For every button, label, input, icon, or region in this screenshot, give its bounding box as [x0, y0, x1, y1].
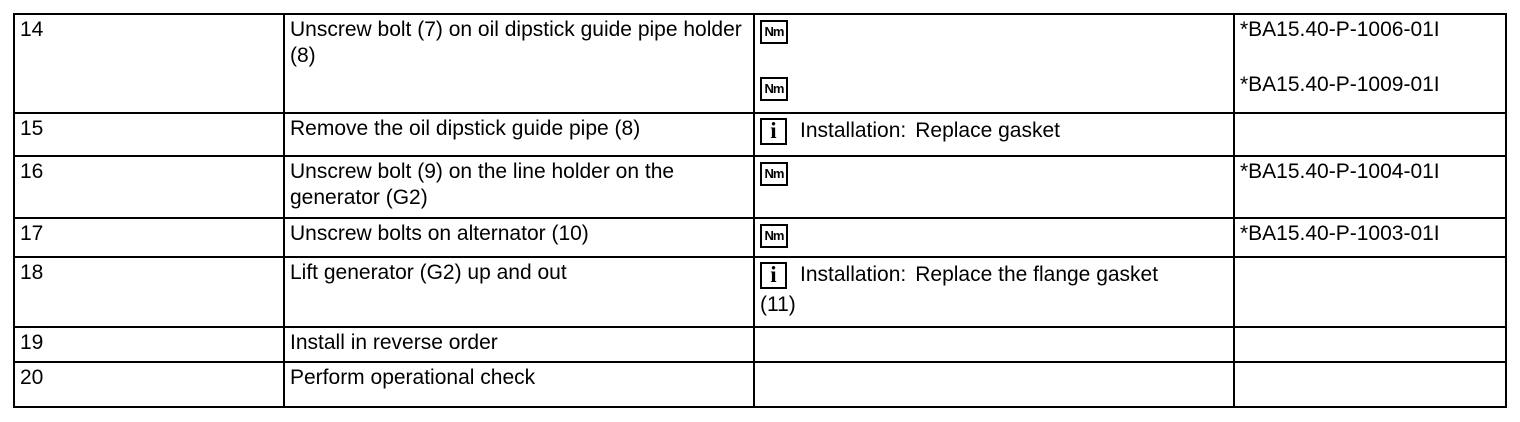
table-row: 15 Remove the oil dipstick guide pipe (8… [13, 112, 1507, 157]
reference-code: *BA15.40-P-1003-01I [1240, 222, 1440, 245]
reference-cell [1233, 361, 1507, 408]
note-line: Nm [760, 17, 1229, 44]
step-number: 19 [13, 326, 285, 363]
step-number: 20 [13, 361, 285, 408]
step-number: 14 [13, 13, 285, 114]
notes-cell: Nm [753, 217, 1235, 258]
notes-cell [753, 326, 1235, 363]
torque-nm-icon: Nm [760, 20, 788, 44]
table-row: 14 Unscrew bolt (7) on oil dipstick guid… [13, 13, 1507, 114]
notes-cell: Nm Nm [753, 13, 1235, 114]
step-description: Unscrew bolt (7) on oil dipstick guide p… [283, 13, 755, 114]
reference-cell: *BA15.40-P-1003-01I [1233, 217, 1507, 258]
notes-cell: i Installation: Replace the flange gaske… [753, 256, 1235, 328]
note-line: Nm [760, 159, 1229, 186]
step-description: Perform operational check [283, 361, 755, 408]
note-continuation: (11) [760, 293, 796, 316]
reference-cell [1233, 326, 1507, 363]
note-line: i Installation: Replace gasket [760, 116, 1229, 145]
table-row: 18 Lift generator (G2) up and out i Inst… [13, 256, 1507, 328]
step-description: Remove the oil dipstick guide pipe (8) [283, 112, 755, 157]
note-label: Installation: [800, 119, 907, 142]
note-line: Nm [760, 74, 1229, 101]
note-text: Replace the flange gasket [915, 263, 1159, 286]
reference-cell [1233, 256, 1507, 328]
torque-nm-icon: Nm [760, 162, 788, 186]
step-number: 15 [13, 112, 285, 157]
step-description: Lift generator (G2) up and out [283, 256, 755, 328]
notes-cell: i Installation: Replace gasket [753, 112, 1235, 157]
note-label: Installation: [800, 263, 907, 286]
step-number: 16 [13, 155, 285, 219]
step-number: 18 [13, 256, 285, 328]
procedure-steps-table: 14 Unscrew bolt (7) on oil dipstick guid… [13, 13, 1507, 408]
torque-nm-icon: Nm [760, 224, 788, 248]
table-row: 17 Unscrew bolts on alternator (10) Nm *… [13, 217, 1507, 258]
step-description: Install in reverse order [283, 326, 755, 363]
step-description: Unscrew bolt (9) on the line holder on t… [283, 155, 755, 219]
reference-code: *BA15.40-P-1006-01I [1240, 18, 1440, 41]
step-description: Unscrew bolts on alternator (10) [283, 217, 755, 258]
info-icon: i [760, 118, 787, 145]
reference-cell: *BA15.40-P-1004-01I [1233, 155, 1507, 219]
note-text: Replace gasket [915, 119, 1060, 142]
reference-cell [1233, 112, 1507, 157]
torque-nm-icon: Nm [760, 77, 788, 101]
info-icon: i [760, 262, 787, 289]
note-line: Nm [760, 221, 1229, 248]
notes-cell [753, 361, 1235, 408]
step-number: 17 [13, 217, 285, 258]
note-line: i Installation: Replace the flange gaske… [760, 260, 1229, 289]
reference-code: *BA15.40-P-1009-01I [1240, 73, 1440, 96]
reference-code: *BA15.40-P-1004-01I [1240, 160, 1440, 183]
table-row: 19 Install in reverse order [13, 326, 1507, 363]
table-row: 16 Unscrew bolt (9) on the line holder o… [13, 155, 1507, 219]
table-row: 20 Perform operational check [13, 361, 1507, 408]
reference-cell: *BA15.40-P-1006-01I *BA15.40-P-1009-01I [1233, 13, 1507, 114]
notes-cell: Nm [753, 155, 1235, 219]
